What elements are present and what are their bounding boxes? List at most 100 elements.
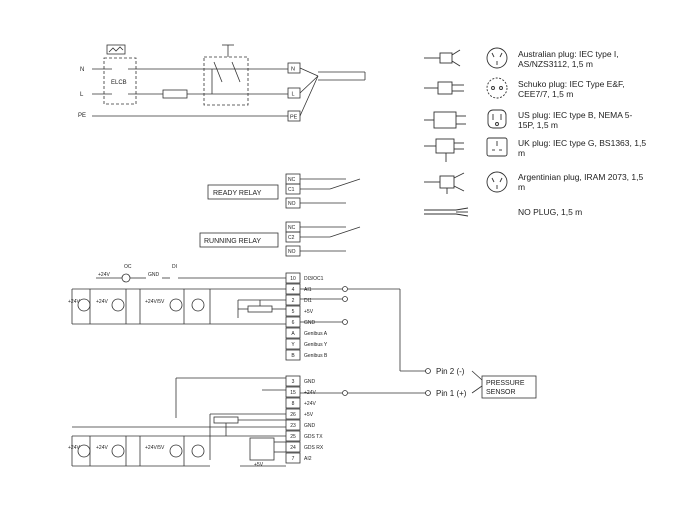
potentiometer-bottom xyxy=(213,416,239,424)
argentinian-plug-icon xyxy=(424,171,508,194)
potentiometer xyxy=(247,305,273,313)
pressure-sensor-label-2: SENSOR xyxy=(486,389,516,396)
terminal-n-label: N xyxy=(291,67,295,73)
top-terminal-label: DI1 xyxy=(304,298,312,304)
di-label: DI xyxy=(172,264,177,270)
schuko-plug-icon xyxy=(424,77,508,99)
no-plug-cable-icon xyxy=(424,207,469,217)
top-terminal-box xyxy=(285,305,301,317)
bottom-terminal-label: GND xyxy=(304,423,316,429)
di1-connector xyxy=(342,296,348,302)
label-l: L xyxy=(80,92,84,98)
australian-plug-icon xyxy=(424,47,508,69)
pressure-sensor-label-1: PRESSURE xyxy=(486,380,525,387)
bottom-terminal-box xyxy=(285,452,301,464)
plug-label-schuko: Schuko plug: IEC Type E&F, CEE7/7, 1,5 m xyxy=(518,79,625,99)
top-terminal-label: GND xyxy=(304,320,316,326)
bottom-terminal-label: GDS TX xyxy=(304,434,323,440)
running-relay: RUNNING RELAY NC C2 NO xyxy=(199,221,361,257)
ready-c1: C1 xyxy=(288,187,295,193)
elcb-breaker: ELCB xyxy=(103,44,137,105)
top-terminal-number: 6 xyxy=(292,320,295,326)
plug-label-no-plug: NO PLUG, 1,5 m xyxy=(518,207,583,217)
top-terminal-box xyxy=(285,272,301,284)
plug-label-us: US plug: IEC type B, NEMA 5-15P, 1,5 m xyxy=(518,110,633,130)
plug-label-argentinian: Argentinian plug, IRAM 2073, 1,5 m xyxy=(518,172,644,192)
pin2-label: Pin 2 (-) xyxy=(436,367,465,376)
gnd-label-top: GND xyxy=(148,272,160,278)
bottom-terminal-number: 26 xyxy=(290,412,296,418)
label-pe: PE xyxy=(78,113,86,119)
top-io-section: OC DI +24V GND +24V +24V +24V/5V xyxy=(68,264,286,325)
main-switch xyxy=(203,44,249,106)
bottom-terminal-box xyxy=(285,441,301,453)
top-terminal-box xyxy=(285,294,301,306)
top-terminal-number: A xyxy=(291,331,295,337)
uk-plug-icon xyxy=(424,137,508,162)
plug-label-australian: Australian plug: IEC type I, AS/NZS3112,… xyxy=(518,49,619,69)
top-terminal-label: Genibus B xyxy=(304,353,328,359)
bottom-terminal-label: AI2 xyxy=(304,456,312,462)
top-terminal-label: Genibus A xyxy=(304,331,328,337)
label-n: N xyxy=(80,67,84,73)
bottom-terminal-number: 25 xyxy=(290,434,296,440)
bottom-terminal-label: +24V xyxy=(304,401,316,407)
plug-icons xyxy=(424,47,508,217)
top-terminal-number: 5 xyxy=(292,309,295,315)
bottom-terminal-number: 15 xyxy=(290,390,296,396)
gds-module xyxy=(249,437,275,461)
bottom-terminal-box xyxy=(285,408,301,420)
running-nc: NC xyxy=(288,225,296,231)
bottom-terminal-number: 3 xyxy=(292,379,295,385)
running-c2: C2 xyxy=(288,235,295,241)
top-24v5v: +24V/5V xyxy=(145,299,165,305)
top-24v-a: +24V xyxy=(68,299,80,305)
terminal-pe-label: PE xyxy=(290,115,298,121)
bottom-terminal-number: 7 xyxy=(292,456,295,462)
bottom-io-section: +24V +24V +24V/5V +5V xyxy=(68,377,286,468)
fuse xyxy=(162,89,188,99)
bottom-terminal-box xyxy=(285,375,301,387)
bottom-terminal-box xyxy=(285,397,301,409)
top-24v-b: +24V xyxy=(96,299,108,305)
top-terminal-label: +5V xyxy=(304,309,314,315)
top-terminal-label: Genibus Y xyxy=(304,342,328,348)
top-terminal-number: 10 xyxy=(290,276,296,282)
elcb-label: ELCB xyxy=(111,80,127,86)
pressure-sensor: Pin 2 (-) Pin 1 (+) PRESSURE SENSOR xyxy=(425,367,537,399)
top-terminal-label: DI3/OC1 xyxy=(304,276,324,282)
pressure-sensor-box xyxy=(481,375,537,399)
ready-relay: READY RELAY NC C1 NO xyxy=(207,173,361,209)
ready-no: NO xyxy=(288,201,296,207)
bottom-terminal-label: GND xyxy=(304,379,316,385)
module-5v-label: +5V xyxy=(254,462,264,468)
bottom-terminal-number: 23 xyxy=(290,423,296,429)
top-terminal-box xyxy=(285,338,301,350)
oc-label: OC xyxy=(124,264,132,270)
terminal-l-label: L xyxy=(292,92,295,98)
bottom-terminal-box xyxy=(285,430,301,442)
top-terminal-number: 4 xyxy=(292,287,295,293)
top-terminal-box xyxy=(285,349,301,361)
bottom-terminal-number: 24 xyxy=(290,445,296,451)
top-terminal-box xyxy=(285,327,301,339)
oc-24v-label: +24V xyxy=(98,272,110,278)
ai1-connector xyxy=(342,286,348,292)
bottom-24v5v: +24V/5V xyxy=(145,445,165,451)
top-terminal-number: B xyxy=(291,353,295,359)
pin2-terminal xyxy=(425,368,431,374)
bottom-24v-b: +24V xyxy=(96,445,108,451)
pin1-label: Pin 1 (+) xyxy=(436,389,467,398)
bottom-terminal-box xyxy=(285,419,301,431)
bottom-terminal-box xyxy=(285,386,301,398)
bottom-24v-a: +24V xyxy=(68,445,80,451)
top-terminal-label: AI1 xyxy=(304,287,312,293)
bottom-terminal-label: GDS RX xyxy=(304,445,324,451)
ready-relay-label: READY RELAY xyxy=(213,190,262,197)
running-relay-label: RUNNING RELAY xyxy=(204,238,261,245)
v24-connector xyxy=(342,390,348,396)
bottom-terminal-number: 8 xyxy=(292,401,295,407)
gnd-connector-top xyxy=(342,319,348,325)
